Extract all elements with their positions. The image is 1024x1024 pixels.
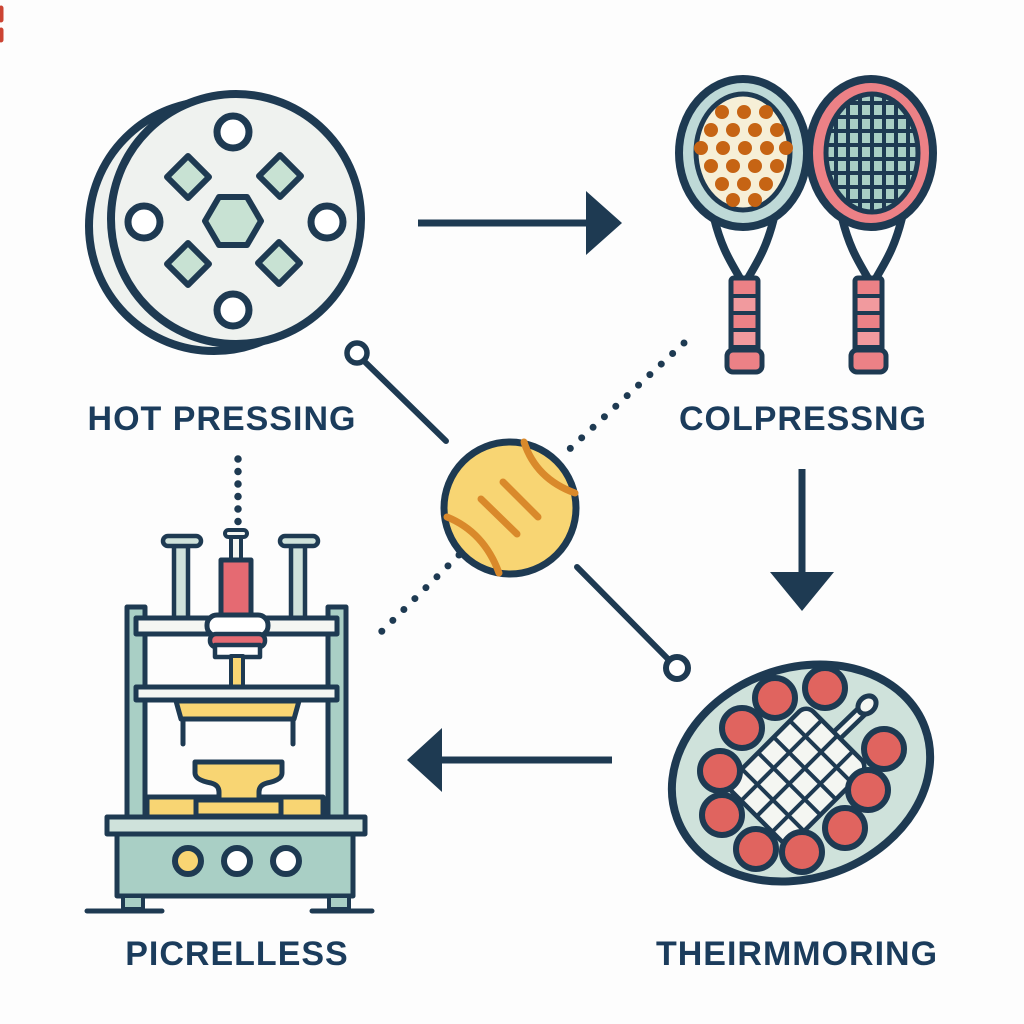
hexagon-cavity <box>202 194 264 248</box>
padel-holes <box>694 105 793 207</box>
arrow-mold-to-press <box>407 728 612 792</box>
padel-ball-icon <box>440 438 580 578</box>
arrow-disc-to-rackets <box>418 191 622 255</box>
pin-line-disc-to-ball <box>344 340 449 444</box>
press-upper-platen <box>173 698 302 747</box>
pin-line-ball-to-mold <box>574 564 691 682</box>
mold-disc-icon <box>85 90 365 355</box>
tennis-racket <box>805 75 937 375</box>
label-thermoforming: THEIRMMORING <box>656 935 938 973</box>
hole-cavities <box>124 112 347 330</box>
padel-handle <box>724 275 765 375</box>
press-base <box>84 814 375 914</box>
arrow-down-head <box>770 572 834 611</box>
press-right-column <box>325 604 349 824</box>
mold-red-inserts <box>697 665 907 875</box>
label-press: PICRELLESS <box>125 935 348 973</box>
diamond-cavities <box>164 152 304 288</box>
press-mid-crossbar <box>133 684 340 703</box>
press-piston-head <box>204 612 271 691</box>
dotted-line-ball-to-press <box>370 551 463 643</box>
tennis-handle <box>848 275 889 375</box>
dotted-line-rackets-to-ball <box>557 339 688 461</box>
arrow-left-head <box>407 728 442 792</box>
rackets-icon <box>675 75 937 375</box>
press-left-column <box>124 604 148 824</box>
label-cold-pressing: COLPRESSNG <box>679 400 927 438</box>
press-screws <box>160 528 321 625</box>
thermoform-mold-icon <box>667 660 935 886</box>
mesh-insert <box>727 693 879 846</box>
press-machine-icon <box>84 528 375 914</box>
label-hot-pressing: HOT PRESSING <box>88 400 357 438</box>
padel-racket <box>675 75 811 375</box>
arrow-right-head <box>586 191 622 255</box>
arrow-rackets-to-mold <box>770 469 834 611</box>
